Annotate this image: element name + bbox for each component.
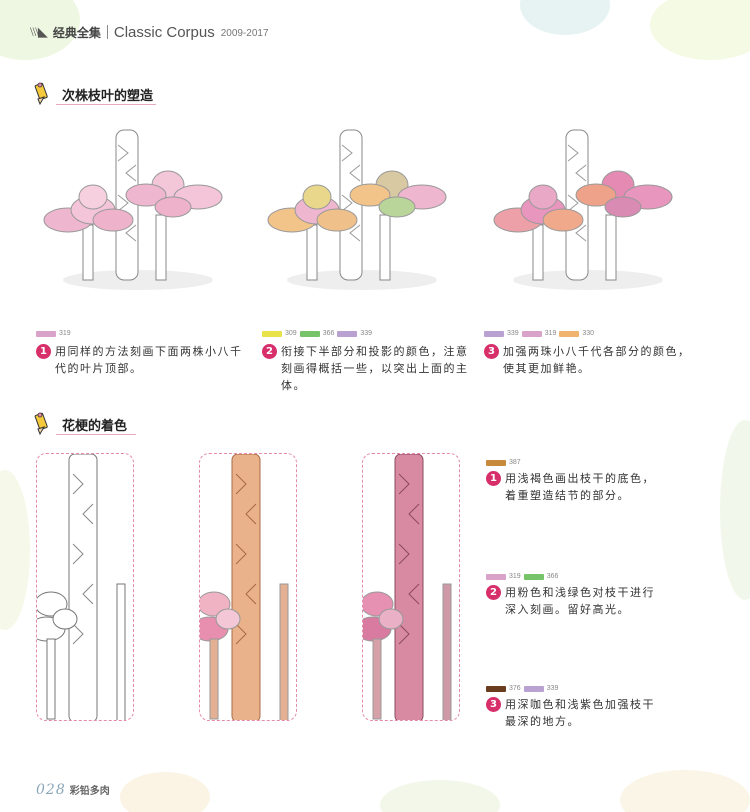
step-number-badge: 1	[486, 471, 501, 486]
section-title-text: 次株枝叶的塑造	[62, 88, 154, 104]
color-palette: 309 366 339	[262, 330, 372, 337]
color-swatch	[262, 330, 282, 337]
latin-title: Classic Corpus	[113, 23, 215, 41]
step-number-badge: 2	[486, 585, 501, 600]
step-text: 加强两珠小八千代各部分的颜色，使其更加鲜艳。	[503, 345, 691, 375]
color-swatch	[486, 685, 506, 692]
color-swatch	[523, 685, 544, 692]
color-swatch	[299, 330, 320, 337]
step-number-badge: 3	[486, 697, 501, 712]
step-1-2: 2 衔接下半部分和投影的颜色，注意刻画得概括一些，以突出上面的主体。	[262, 343, 472, 394]
stem-illustration-1	[36, 453, 134, 721]
step-2-3: 3 用深咖色和浅紫色加强枝干最深的地方。	[486, 696, 666, 730]
step-text: 衔接下半部分和投影的颜色，注意刻画得概括一些，以突出上面的主体。	[281, 345, 469, 392]
succulent-illustration-1	[38, 125, 243, 295]
color-code: 339	[360, 330, 373, 337]
color-swatch	[486, 573, 506, 580]
step-1-1: 1 用同样的方法刻画下面两株小八千代的叶片顶部。	[36, 343, 246, 377]
page-header: \\\◣ 经典全集 Classic Corpus 2009-2017	[30, 22, 269, 42]
section-underline	[56, 104, 156, 105]
color-code: 330	[582, 330, 595, 337]
watercolor-blob-decoration	[520, 0, 610, 35]
color-code: 387	[509, 459, 521, 466]
step-text: 用同样的方法刻画下面两株小八千代的叶片顶部。	[55, 345, 243, 375]
step-text: 用深咖色和浅紫色加强枝干最深的地方。	[505, 698, 655, 728]
color-code: 366	[546, 573, 559, 580]
watercolor-blob-decoration	[720, 420, 750, 600]
color-code: 339	[546, 685, 559, 692]
step-text: 用浅褐色画出枝干的底色，着重塑造结节的部分。	[505, 472, 655, 502]
page-number: 028	[36, 782, 66, 798]
step-text: 用粉色和浅绿色对枝干进行深入刻画。留好高光。	[505, 586, 655, 616]
color-palette: 319	[36, 330, 71, 337]
succulent-illustration-2	[262, 125, 467, 295]
page-footer: 028 彩铅多肉	[36, 782, 110, 798]
step-number-badge: 3	[484, 344, 499, 359]
color-code: 366	[322, 330, 335, 337]
color-palette: 387	[486, 459, 521, 466]
watercolor-blob-decoration	[0, 470, 30, 630]
stem-illustration-2	[199, 453, 297, 721]
section-title-2: 花梗的着色	[34, 412, 136, 436]
watercolor-blob-decoration	[650, 0, 750, 60]
color-code: 319	[544, 330, 557, 337]
color-code: 339	[507, 330, 519, 337]
step-number-badge: 1	[36, 344, 51, 359]
stem-illustration-3	[362, 453, 460, 721]
color-swatch	[337, 330, 358, 337]
watercolor-blob-decoration	[120, 772, 210, 812]
color-swatch	[521, 330, 542, 337]
color-swatch	[36, 330, 56, 337]
color-palette: 376 339	[486, 685, 558, 692]
color-swatch	[484, 330, 504, 337]
section-title-1: 次株枝叶的塑造	[34, 82, 156, 106]
header-years: 2009-2017	[220, 28, 269, 39]
color-palette: 319 366	[486, 573, 558, 580]
succulent-illustration-3	[488, 125, 693, 295]
color-code: 376	[509, 685, 521, 692]
color-swatch	[559, 330, 580, 337]
pencil-icon	[34, 82, 48, 106]
step-1-3: 3 加强两珠小八千代各部分的颜色，使其更加鲜艳。	[484, 343, 694, 377]
watercolor-blob-decoration	[620, 770, 750, 812]
section-underline	[56, 434, 136, 435]
color-code: 319	[509, 573, 521, 580]
step-2-2: 2 用粉色和浅绿色对枝干进行深入刻画。留好高光。	[486, 584, 666, 618]
header-divider	[106, 25, 108, 39]
step-number-badge: 2	[262, 344, 277, 359]
brand-mark-icon: \\\◣	[30, 24, 48, 39]
book-title: 彩铅多肉	[69, 786, 110, 797]
color-palette: 339 319 330	[484, 330, 594, 337]
series-title: 经典全集	[52, 25, 101, 40]
pencil-icon	[34, 412, 48, 436]
color-code: 309	[285, 330, 297, 337]
section-title-text: 花梗的着色	[62, 418, 128, 434]
step-2-1: 1 用浅褐色画出枝干的底色，着重塑造结节的部分。	[486, 470, 666, 504]
color-swatch	[486, 459, 506, 466]
watercolor-blob-decoration	[380, 780, 500, 812]
color-swatch	[523, 573, 544, 580]
color-code: 319	[59, 330, 71, 337]
